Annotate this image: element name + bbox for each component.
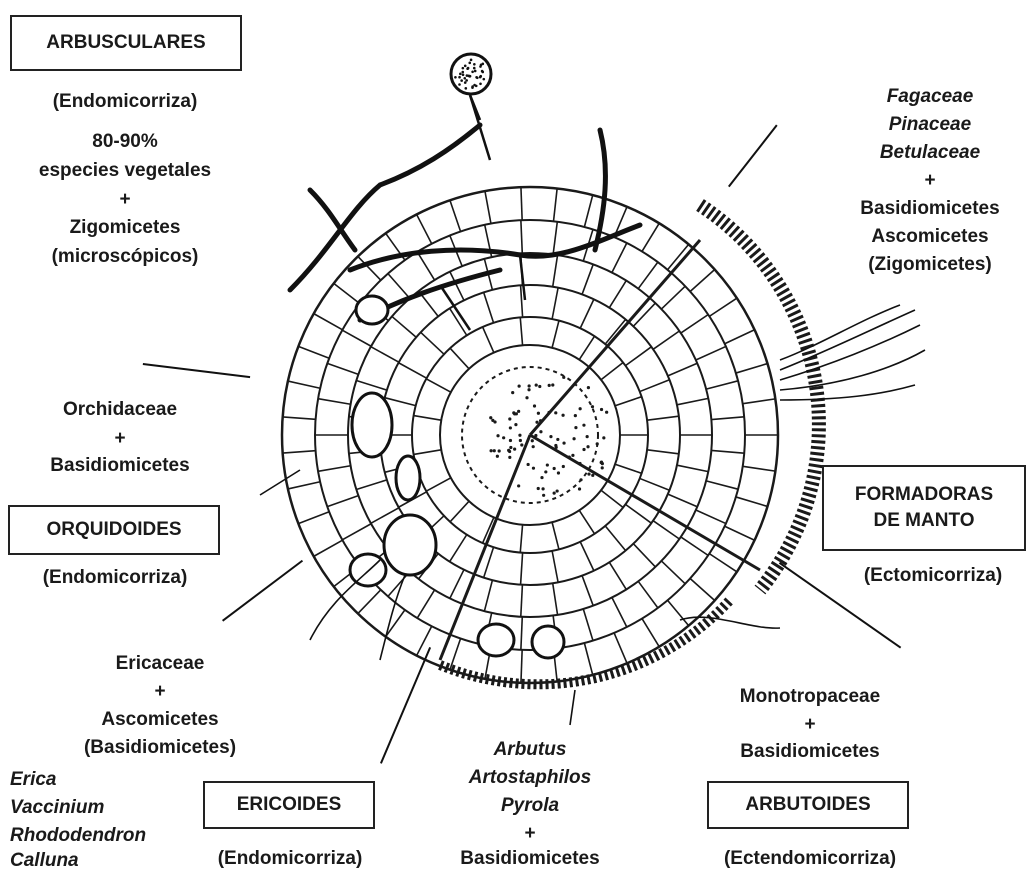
arbutoides-host: Monotropaceae [700, 683, 920, 711]
arbutoides-center-fungus: Basidiomicetes [430, 845, 630, 873]
arbusculares-plus: + [20, 186, 230, 214]
arbutoides-title-box: ARBUTOIDES [707, 781, 909, 829]
arbutoides-genus-1: Arbutus [440, 736, 620, 764]
arbusculares-line2: especies vegetales [10, 157, 240, 185]
formadoras-fungus-2: Ascomicetes [830, 223, 1030, 251]
formadoras-title-line1: FORMADORAS [855, 482, 993, 508]
ericoides-fungus-1: Ascomicetes [60, 706, 260, 734]
ericoides-genus-3: Rhododendron [10, 822, 146, 850]
formadoras-fungus-1: Basidiomicetes [830, 195, 1030, 223]
ericoides-title: ERICOIDES [237, 792, 342, 818]
arbutoides-genus-2: Artostaphilos [440, 764, 620, 792]
arbusculares-title: ARBUSCULARES [46, 30, 205, 56]
orquidoides-type: (Endomicorriza) [15, 564, 215, 592]
arbutoides-genus-3: Pyrola [440, 792, 620, 820]
orquidoides-host: Orchidaceae [20, 396, 220, 424]
ericoides-type: (Endomicorriza) [190, 845, 390, 873]
ericoides-genus-1: Erica [10, 766, 56, 794]
formadoras-title-line2: DE MANTO [874, 508, 975, 534]
formadoras-fungus-3: (Zigomicetes) [830, 251, 1030, 279]
formadoras-host-2: Pinaceae [850, 111, 1010, 139]
arbusculares-line4: (microscópicos) [20, 243, 230, 271]
arbusculares-title-box: ARBUSCULARES [10, 15, 242, 71]
formadoras-type: (Ectomicorriza) [838, 562, 1028, 590]
formadoras-plus: + [850, 167, 1010, 195]
ericoides-fungus-2: (Basidiomicetes) [55, 734, 265, 762]
orquidoides-title-box: ORQUIDOIDES [8, 505, 220, 555]
formadoras-title-box: FORMADORAS DE MANTO [822, 465, 1026, 551]
ericoides-genus-4: Calluna [10, 850, 79, 872]
arbusculares-type: (Endomicorriza) [20, 88, 230, 116]
orquidoides-plus: + [20, 425, 220, 453]
arbusculares-line1: 80-90% [20, 128, 230, 156]
orquidoides-fungus: Basidiomicetes [15, 452, 225, 480]
formadoras-host-3: Betulaceae [850, 139, 1010, 167]
arbutoides-type: (Ectendomicorriza) [690, 845, 930, 873]
ericoides-genus-2: Vaccinium [10, 794, 104, 822]
arbutoides-fungus: Basidiomicetes [700, 738, 920, 766]
arbutoides-center-plus: + [440, 820, 620, 848]
ericoides-plus: + [60, 678, 260, 706]
arbusculares-line3: Zigomicetes [20, 214, 230, 242]
arbutoides-title: ARBUTOIDES [745, 792, 870, 818]
ericoides-title-box: ERICOIDES [203, 781, 375, 829]
arbutoides-plus: + [700, 711, 920, 739]
ericoides-host: Ericaceae [60, 650, 260, 678]
formadoras-host-1: Fagaceae [850, 83, 1010, 111]
orquidoides-title: ORQUIDOIDES [46, 517, 181, 543]
